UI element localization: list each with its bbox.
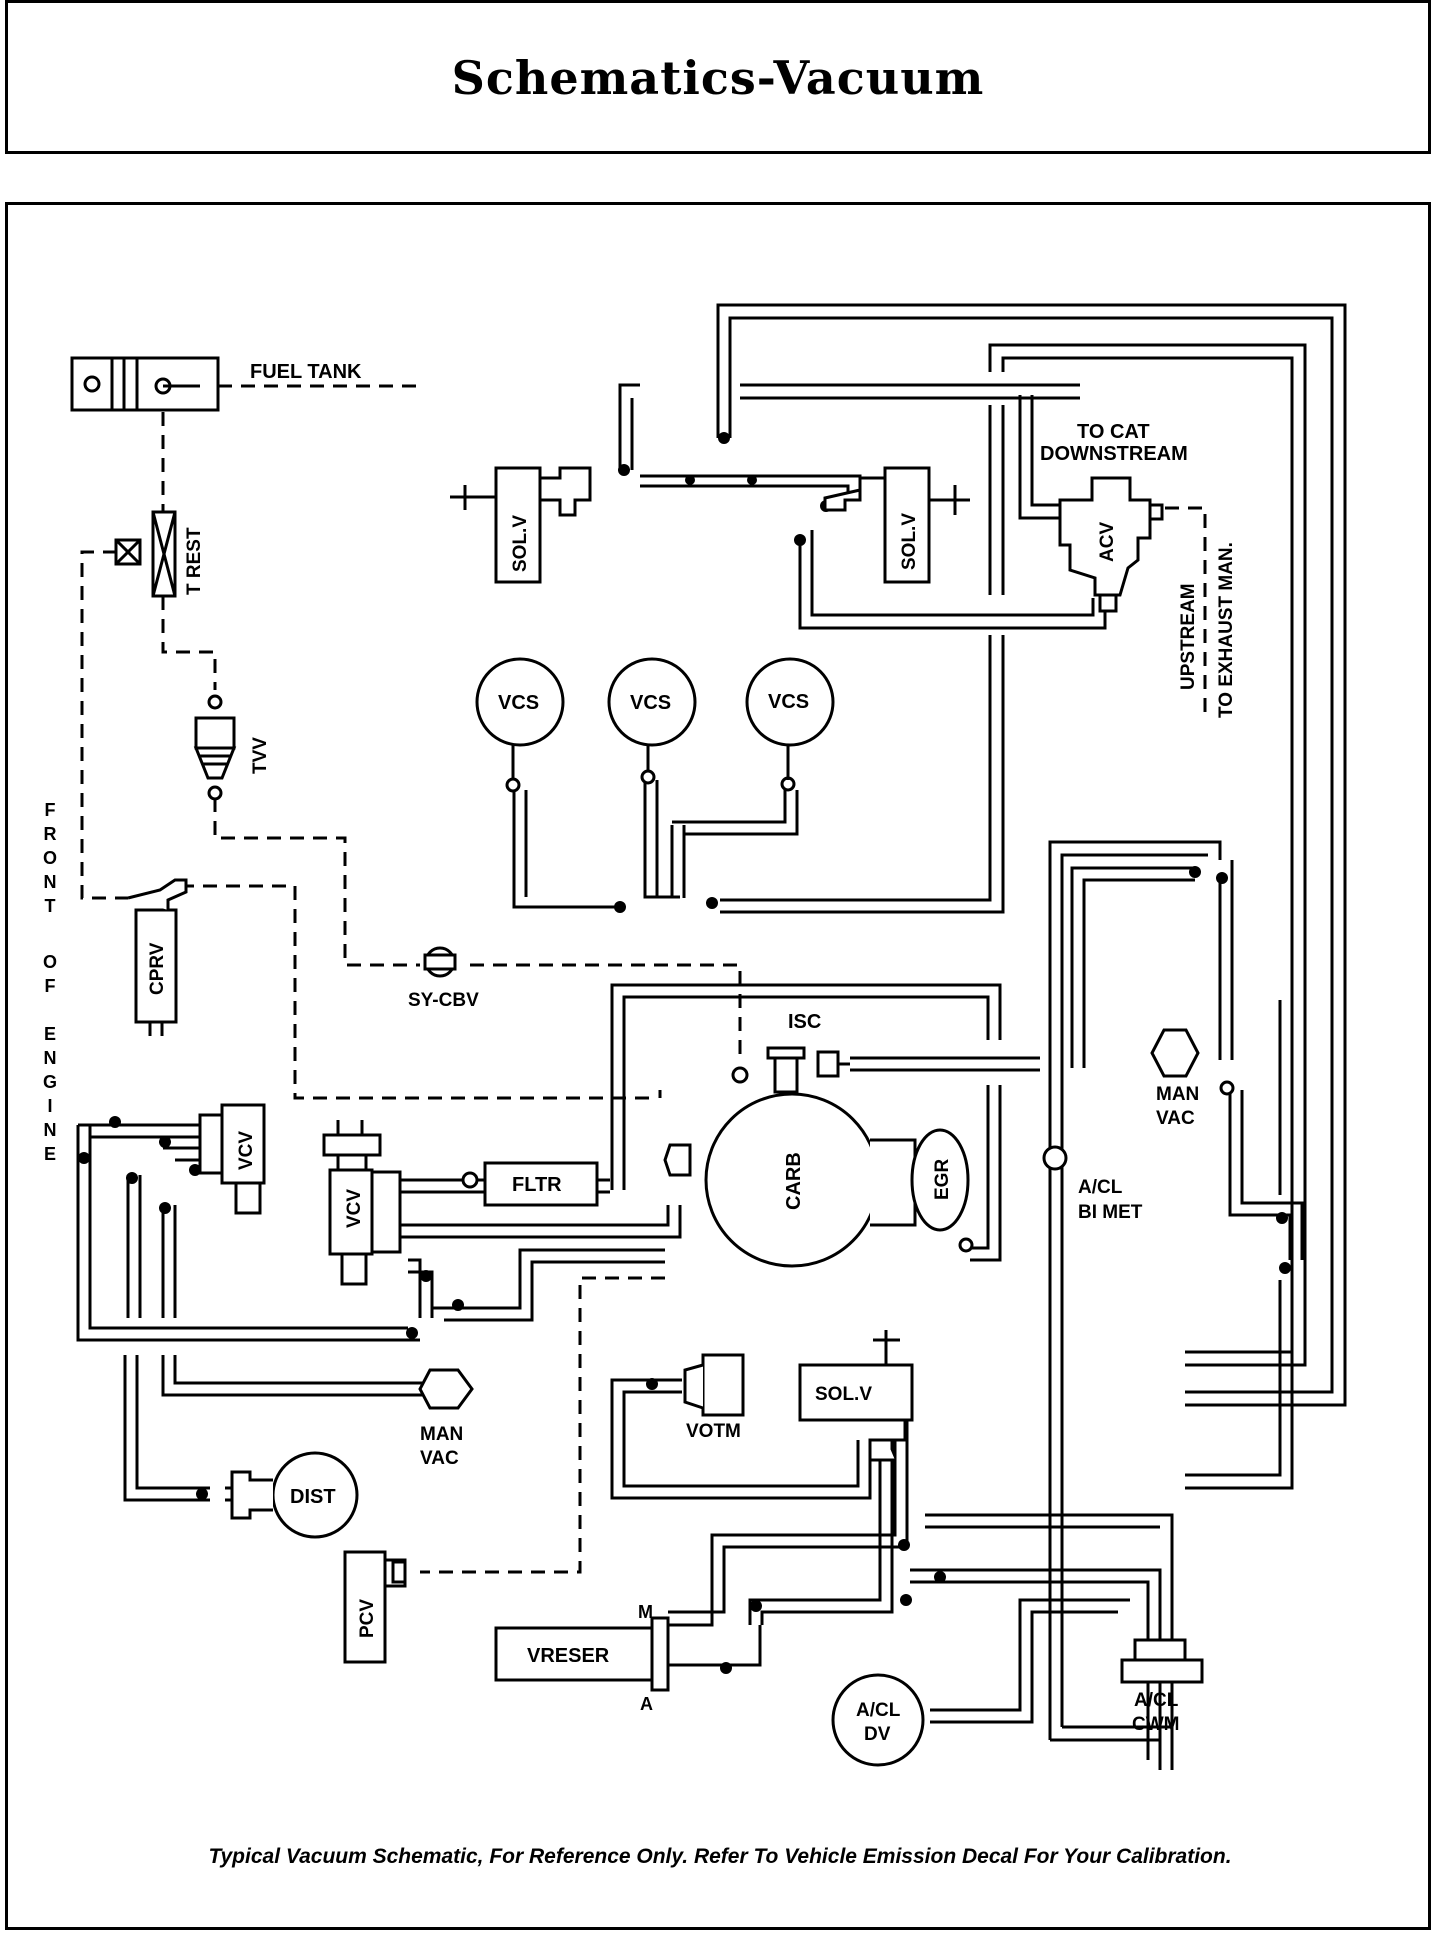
sy-cbv-valve — [423, 946, 457, 978]
vcs-1-label: VCS — [498, 692, 539, 714]
sol-v-lower — [798, 1330, 914, 1462]
isc-label: ISC — [788, 1011, 821, 1033]
vreser-label: VRESER — [527, 1645, 610, 1667]
front-of-engine-letter: N — [44, 872, 57, 892]
to-cat-label-2: DOWNSTREAM — [1040, 443, 1188, 465]
carb-choke — [663, 1143, 692, 1177]
man-vac-right-port — [1150, 1028, 1200, 1078]
carb-label: CARB — [783, 1152, 805, 1210]
a-cl-dv — [831, 1673, 925, 1767]
pcv-label: PCV — [357, 1599, 378, 1638]
votm-label: VOTM — [686, 1421, 741, 1442]
fuel-tank-label: FUEL TANK — [250, 361, 362, 383]
sy-cbv-label: SY-CBV — [408, 990, 479, 1011]
to-cat-label-1: TO CAT — [1077, 421, 1150, 443]
tvv-valve — [193, 716, 237, 780]
vcv-upper — [198, 1103, 266, 1215]
man-vac-left-label-1: MAN — [420, 1424, 463, 1445]
t-rest-label: T REST — [184, 527, 205, 595]
egr-label: EGR — [932, 1159, 953, 1200]
egr-valve — [870, 1128, 970, 1232]
front-of-engine-letter: N — [44, 1048, 57, 1068]
fltr-label: FLTR — [512, 1174, 562, 1196]
tvv-label: TVV — [250, 737, 271, 774]
dashed-lines — [80, 384, 1207, 1574]
fuel-tank-canister — [70, 356, 220, 412]
a-cl-cwm-label-2: CWM — [1132, 1714, 1179, 1735]
votm — [683, 1353, 745, 1417]
vcs-2 — [607, 657, 697, 747]
sol-v-right — [823, 466, 970, 584]
sol-v-right-label: SOL.V — [899, 513, 920, 570]
distributor — [225, 1451, 359, 1539]
t-rest-valve — [114, 510, 177, 598]
vcv-lower-label: VCV — [344, 1189, 365, 1228]
man-vac-left-label-2: VAC — [420, 1448, 459, 1469]
front-of-engine-letter: F — [45, 976, 56, 996]
front-of-engine-letter: O — [43, 952, 57, 972]
acv-label: ACV — [1097, 522, 1118, 562]
vreser — [494, 1616, 670, 1692]
vreser-a-label: A — [640, 1694, 653, 1714]
vcs-2-label: VCS — [630, 692, 671, 714]
front-of-engine-label: F R O N T O F E N G I N E — [43, 800, 57, 1164]
isc-actuator — [766, 1046, 850, 1094]
acv-valve — [1058, 476, 1164, 613]
a-cl-bi-met-label-2: BI MET — [1078, 1202, 1143, 1223]
vcv-upper-label: VCV — [236, 1131, 257, 1170]
a-cl-dv-label-2: DV — [864, 1724, 891, 1745]
a-cl-bi-met-label-1: A/CL — [1078, 1177, 1123, 1198]
caption: Typical Vacuum Schematic, For Reference … — [208, 1845, 1232, 1868]
sol-v-left-label: SOL.V — [510, 515, 531, 572]
dist-label: DIST — [290, 1486, 336, 1508]
sol-v-lower-label: SOL.V — [815, 1384, 872, 1405]
diagram-frame — [5, 202, 1431, 1930]
vreser-m-label: M — [638, 1602, 653, 1622]
a-cl-cwm-label-1: A/CL — [1134, 1690, 1179, 1711]
page-title: Schematics-Vacuum — [451, 51, 985, 105]
vcs-1 — [475, 657, 565, 747]
front-of-engine-letter: I — [47, 1096, 52, 1116]
front-of-engine-letter: E — [44, 1024, 56, 1044]
front-of-engine-letter: F — [45, 800, 56, 820]
pcv — [343, 1550, 407, 1664]
vcv-lower — [322, 1120, 402, 1286]
to-exhaust-label: TO EXHAUST MAN. — [1216, 542, 1237, 718]
vcs-3-label: VCS — [768, 691, 809, 713]
cprv-valve — [127, 878, 188, 1036]
upstream-label: UPSTREAM — [1178, 583, 1199, 690]
front-of-engine-letter: E — [44, 1144, 56, 1164]
cprv-label: CPRV — [147, 942, 168, 995]
man-vac-left-port — [418, 1368, 474, 1410]
front-of-engine-letter: O — [43, 848, 57, 868]
vacuum-hoses — [76, 303, 1347, 1770]
fltr — [483, 1161, 599, 1207]
front-of-engine-letter: R — [44, 824, 57, 844]
a-cl-dv-label-1: A/CL — [856, 1700, 901, 1721]
man-vac-right-label-1: MAN — [1156, 1084, 1199, 1105]
front-of-engine-letter: T — [45, 896, 56, 916]
hose-junctions — [78, 432, 1291, 1674]
front-of-engine-letter: N — [44, 1120, 57, 1140]
vcs-3 — [745, 657, 835, 747]
sol-v-left — [450, 466, 592, 584]
man-vac-right-label-2: VAC — [1156, 1108, 1195, 1129]
title-box: Schematics-Vacuum — [5, 0, 1431, 154]
front-of-engine-letter: G — [43, 1072, 57, 1092]
a-cl-cwm — [1120, 1638, 1204, 1684]
